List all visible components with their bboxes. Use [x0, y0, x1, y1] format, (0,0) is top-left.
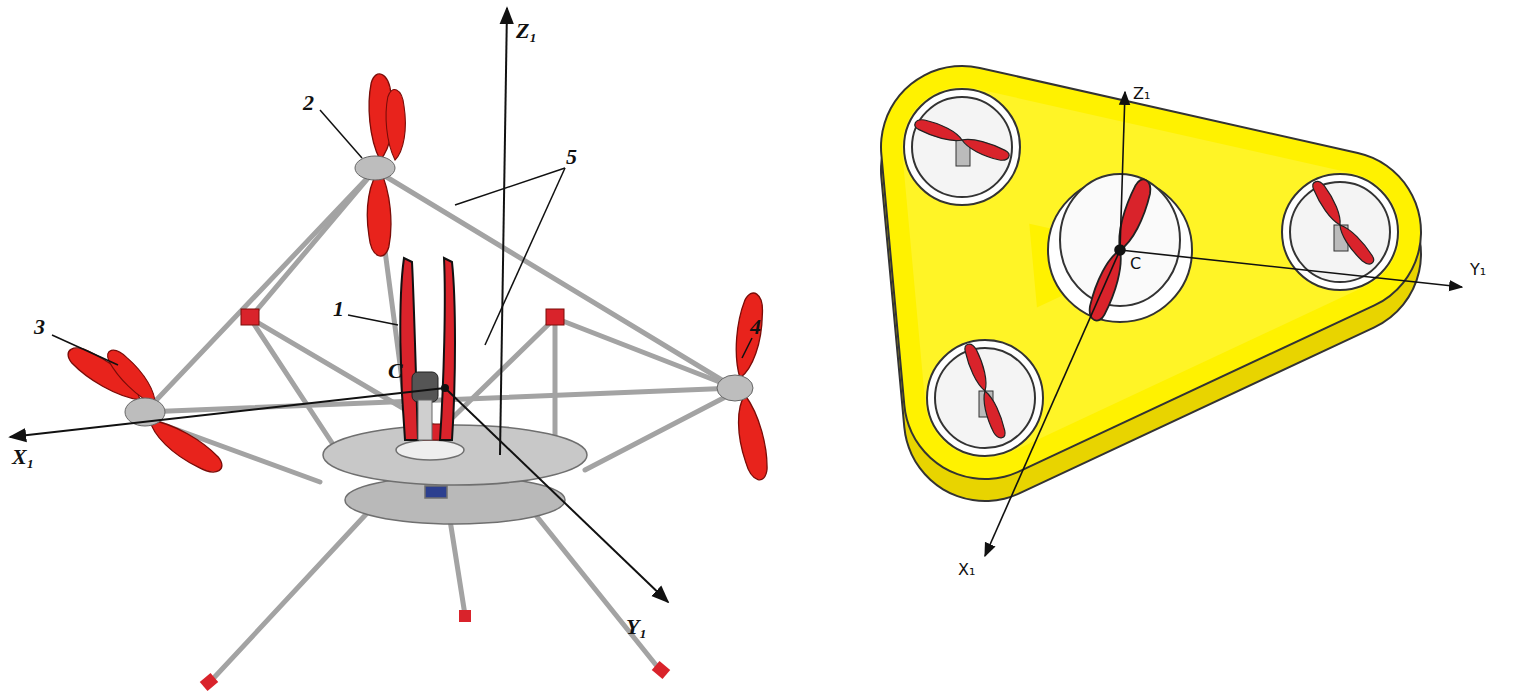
rotor-3: [63, 340, 227, 480]
axis-label: Y₁: [1470, 262, 1486, 278]
fan-props-part: [962, 342, 991, 393]
tricopter-frame-part: [145, 170, 375, 412]
fan-ducts-part: [904, 89, 1020, 205]
leader-lines-part: [455, 168, 565, 205]
rotor-2-part: [355, 156, 395, 180]
frame-connector-part: [546, 309, 564, 325]
body-axes-part: [500, 8, 507, 455]
central-rotor-part: [412, 372, 438, 402]
leader-lines-part: [320, 110, 362, 158]
base-platform: [323, 425, 587, 524]
tricopter-frame-part: [555, 318, 735, 388]
rotor-2-part: [367, 170, 391, 256]
body-axes-part: [1120, 250, 1462, 287]
fan-ducts-part: [927, 340, 1043, 456]
rotor-4-part: [717, 375, 753, 401]
tricopter-frame-part: [440, 318, 555, 430]
point-label: C: [388, 360, 403, 382]
leader-lines-part: [52, 335, 118, 365]
body-axes-part: [985, 250, 1120, 556]
body-axes: [10, 8, 668, 602]
tricopter-frame-part: [250, 170, 375, 318]
fan-props-part: [913, 117, 964, 146]
central-rotor: [400, 258, 455, 440]
fan-props-part: [960, 134, 1011, 163]
fan-props-part: [979, 389, 1008, 440]
fan-ducts-part: [935, 348, 1035, 448]
body-axes-part: [445, 388, 668, 602]
tricopter-frame-part: [145, 388, 735, 412]
callout-number: 2: [303, 92, 314, 114]
base-platform-part: [323, 425, 587, 485]
fan-props: [913, 117, 1376, 440]
callout-number: 4: [750, 316, 761, 338]
rotor-2-part: [386, 90, 405, 160]
fan-ducts-part: [1282, 174, 1398, 290]
base-platform-part: [425, 486, 447, 498]
leader-lines-part: [742, 338, 752, 358]
body-axes-part: [442, 385, 448, 391]
fan-props-part: [1085, 247, 1128, 324]
frame-connector-part: [241, 309, 259, 325]
callout-number: 3: [34, 316, 45, 338]
leader-lines-part: [348, 315, 398, 325]
leader-lines-part: [485, 168, 565, 345]
tricopter-frame-part: [450, 520, 465, 615]
landing-feet: [200, 610, 670, 691]
central-rotor-part: [440, 258, 455, 440]
rotor-4-part: [729, 291, 767, 380]
base-platform-part: [396, 440, 464, 460]
body-axes-part: [10, 388, 445, 437]
tricopter-frame-part: [585, 392, 735, 470]
central-rotor-part: [418, 400, 432, 440]
fan-props-part: [1112, 177, 1155, 254]
tricopter-frame-part: [250, 318, 340, 455]
rotor-4-part: [733, 393, 771, 482]
callout-number: 5: [566, 146, 577, 168]
body-axes-part: [1120, 92, 1125, 250]
body-axes: [985, 92, 1462, 556]
body-axes-part: [1115, 245, 1125, 255]
axis-label: Z₁: [1133, 86, 1150, 102]
callout-number: 1: [333, 298, 344, 320]
fan-props-part: [1310, 179, 1346, 228]
rotor-4: [717, 291, 771, 482]
central-rotor-part: [400, 258, 418, 440]
landing-feet-part: [652, 661, 670, 679]
landing-feet-part: [200, 673, 218, 691]
fan-ducts-part: [1290, 182, 1390, 282]
landing-feet-part: [459, 610, 471, 622]
axis-label: X₁: [12, 446, 34, 468]
tricopter-frame: [145, 170, 735, 682]
fan-ducts-part: [912, 97, 1012, 197]
axis-label: Y₁: [626, 616, 647, 638]
point-label: C: [1130, 256, 1141, 272]
leader-lines: [52, 110, 752, 365]
tricopter-frame-part: [210, 510, 370, 682]
rotor-2: [355, 74, 405, 256]
axis-label: Z₁: [516, 20, 537, 42]
axis-label: X₁: [958, 562, 975, 578]
fan-props-part: [1335, 221, 1377, 267]
